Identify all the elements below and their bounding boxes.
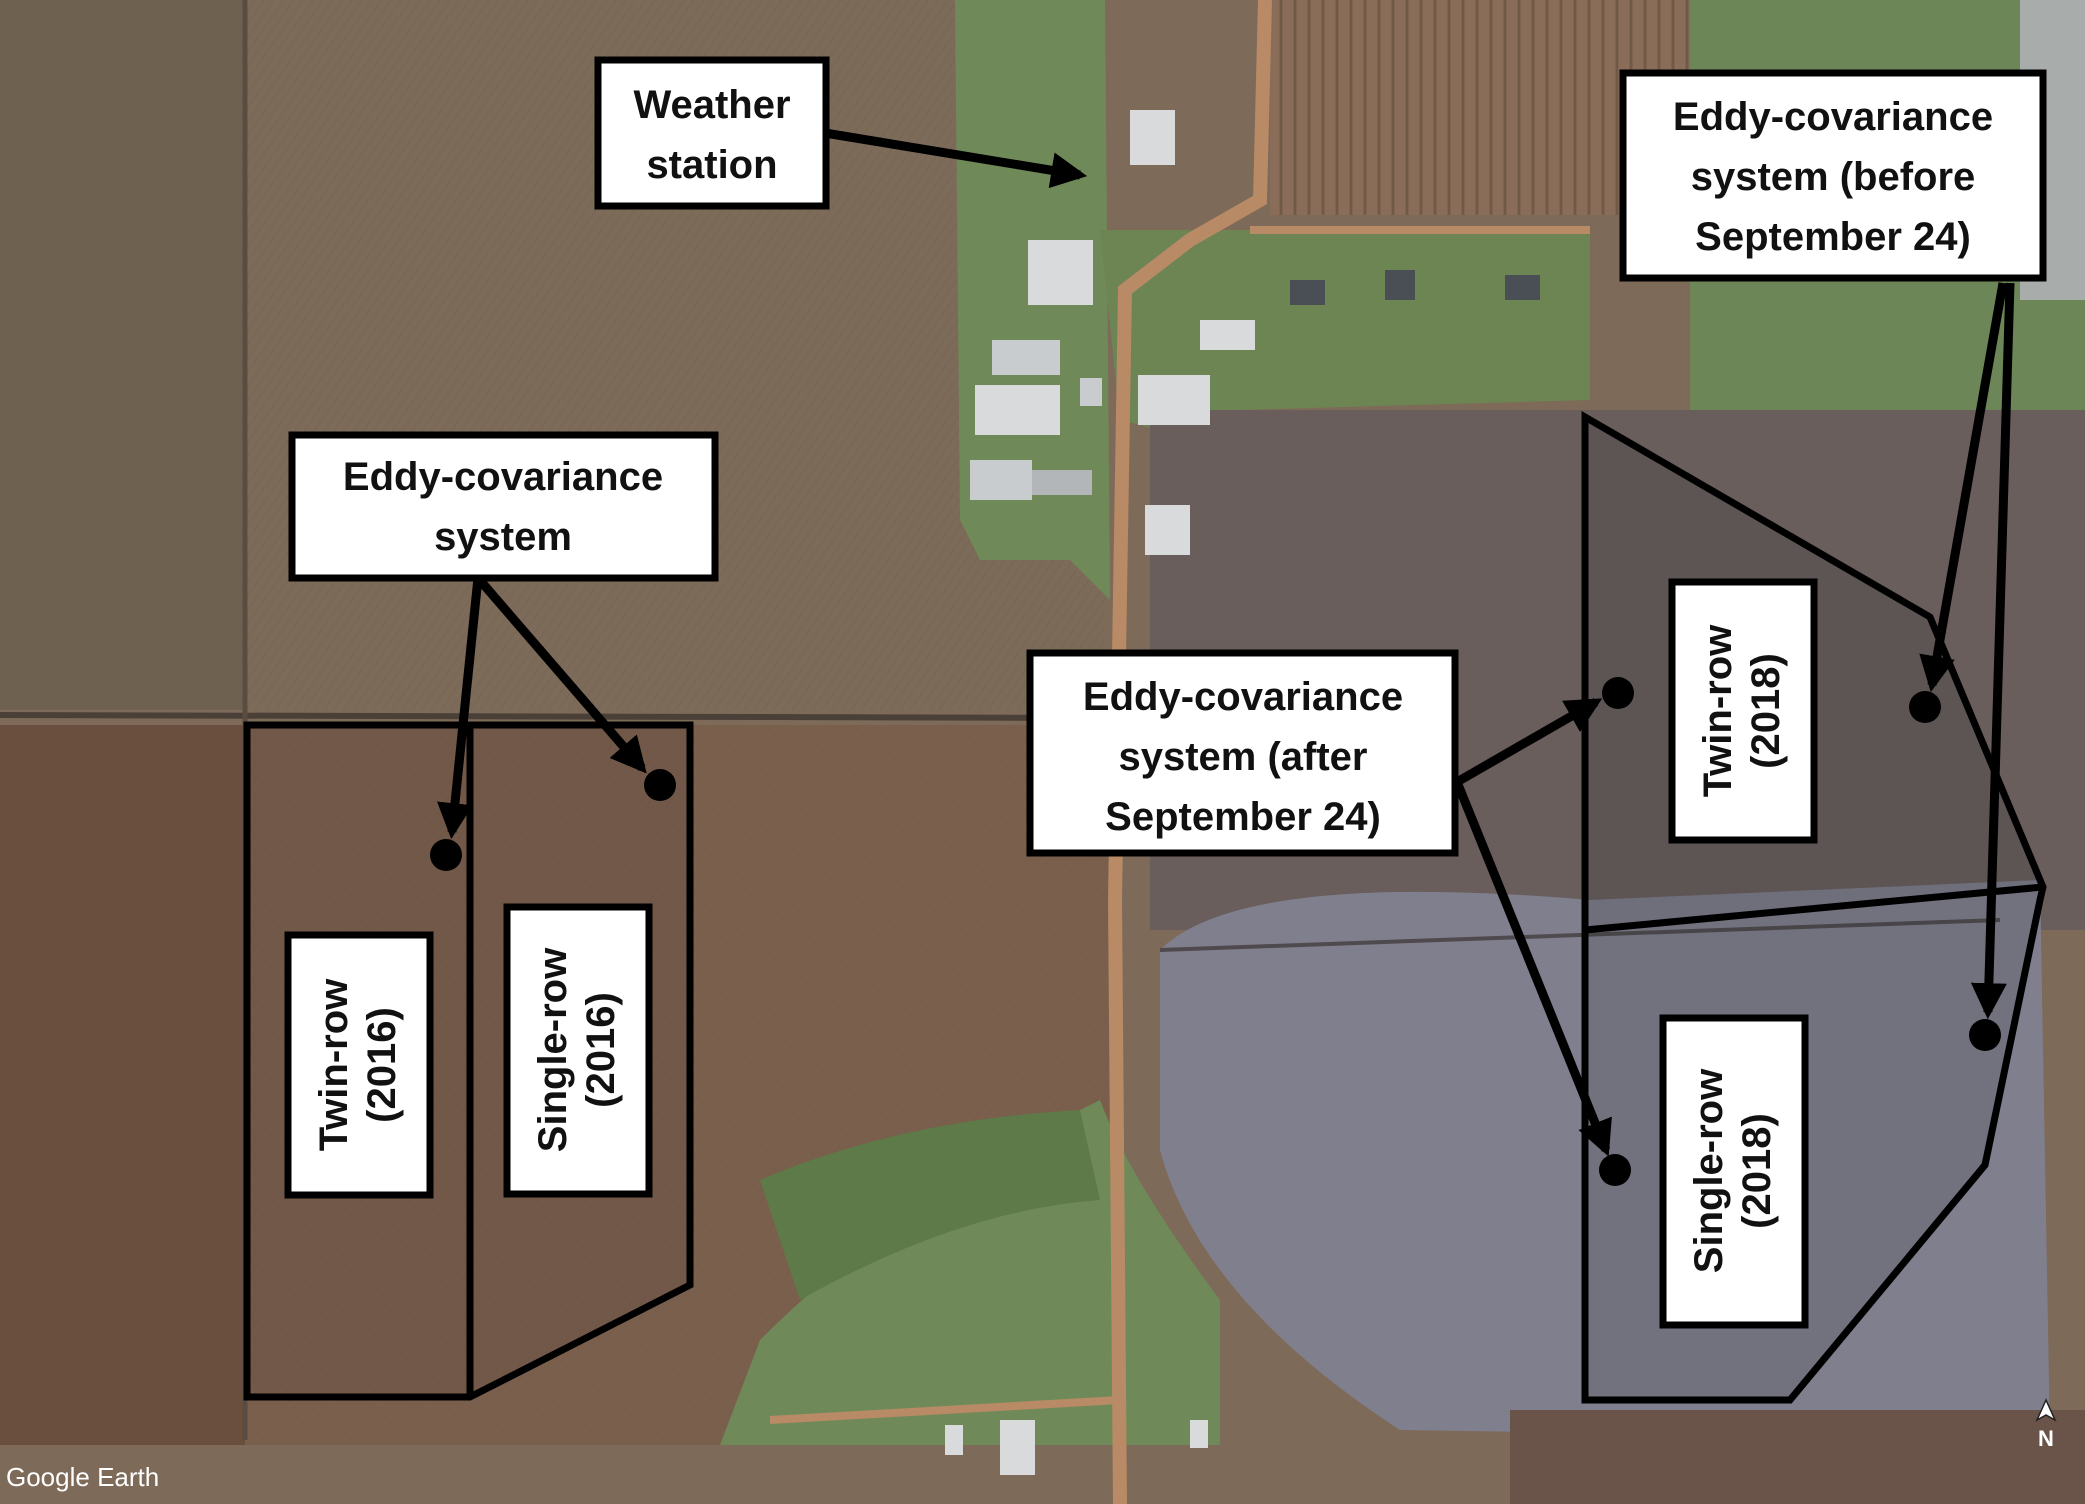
arrow-ec-before-single [1970,282,2015,1020]
arrow-ec-2016-single [474,575,647,774]
building-barn-3 [975,385,1060,435]
label-text-twin-2016-line2: (2016) [360,1007,404,1123]
label-ec-2016: Eddy-covariance system [288,431,719,582]
arrow-weather-station [824,128,1088,189]
label-ec-after: Eddy-covariance system (after September … [1026,649,1459,857]
arrow-ec-before-twin [1919,282,2008,693]
arrows [437,128,2015,1157]
label-box-twin-2016 [284,931,434,1199]
label-text-weather-line1: Weather [633,83,790,127]
field-southwest [0,725,245,1445]
plot-outline-2016 [243,721,694,1401]
label-text-twin-2018-line2: (2018) [1744,653,1788,769]
north-arrow-icon [2035,1398,2057,1422]
label-text-ec-2016-line1: Eddy-covariance [343,455,663,499]
building-weather-area [1130,110,1175,165]
label-text-single-2018-line2: (2018) [1735,1113,1779,1229]
label-single-2016: Single-row (2016) [503,903,653,1198]
label-text-ec-before-line3: September 24) [1695,215,1971,259]
building-barn-2 [992,340,1060,375]
field-far-west [0,0,245,710]
tower-single-2016 [644,769,676,801]
label-text-single-2016-line2: (2016) [579,992,623,1108]
google-earth-logo: Google Earth [6,1462,159,1492]
arrow-ec-after-twin [1454,698,1603,786]
label-single-2018: Single-row (2018) [1659,1014,1809,1329]
boundary-horizontal-west [0,712,1111,721]
building-barn-5 [1138,375,1210,425]
label-box-single-2018 [1659,1014,1809,1329]
road-south-lane [769,1396,1121,1424]
label-ec-before: Eddy-covariance system (before September… [1619,69,2047,282]
building-house-3 [1385,270,1415,300]
building-south-3 [1190,1420,1208,1448]
building-small [1080,378,1102,406]
label-box-single-2016 [503,903,653,1198]
road-main [1107,0,1272,1504]
building-house-1 [1200,320,1255,350]
label-text-twin-2018-line1: Twin-row [1696,624,1740,797]
label-text-twin-2016-line1: Twin-row [312,978,356,1151]
label-text-ec-after-line1: Eddy-covariance [1083,675,1403,719]
farmstead-lawn [1100,230,1590,430]
tower-twin-2016 [430,839,462,871]
building-barn-4 [970,460,1032,500]
label-box-weather-station [594,56,830,210]
buildings [945,110,1540,1475]
tree-line-south [760,1110,1100,1300]
label-box-ec-before [1619,69,2047,282]
label-twin-2018: Twin-row (2018) [1668,578,1818,844]
label-text-ec-before-line1: Eddy-covariance [1673,95,1993,139]
building-barn-1 [1028,240,1093,305]
tower-points [430,677,2001,1186]
label-text-single-2018-line1: Single-row [1687,1068,1731,1273]
label-text-ec-after-line2: system (after [1118,735,1367,779]
plot-divider-2018 [1584,883,2044,934]
label-weather-station: Weather station [594,56,830,210]
tower-single-2018-after [1599,1154,1631,1186]
building-barn-6 [1145,505,1190,555]
label-text-weather-line2: station [646,143,777,187]
label-twin-2016: Twin-row (2016) [284,931,434,1199]
building-house-2 [1290,280,1325,305]
building-shed [1032,470,1092,495]
arrow-ec-2016-twin [437,577,483,840]
label-text-ec-2016-line2: system [434,515,572,559]
arrow-ec-after-single [1452,780,1612,1157]
north-arrow: N [2035,1398,2057,1451]
label-box-twin-2018 [1668,578,1818,844]
roads [769,0,1590,1504]
building-house-4 [1505,275,1540,300]
north-label: N [2038,1426,2054,1451]
tower-twin-2018-before [1909,691,1941,723]
label-text-single-2016-line1: Single-row [531,947,575,1152]
tower-single-2018-before [1969,1019,2001,1051]
label-box-ec-after [1026,649,1459,857]
tower-twin-2018-after [1602,677,1634,709]
field-southeast-edge [1510,1410,2085,1504]
label-text-ec-after-line3: September 24) [1105,795,1381,839]
boundary-horizontal-east [1159,918,2001,952]
label-text-ec-before-line2: system (before [1691,155,1976,199]
building-south-2 [945,1425,963,1455]
building-south-1 [1000,1420,1035,1475]
label-box-ec-2016 [288,431,719,582]
